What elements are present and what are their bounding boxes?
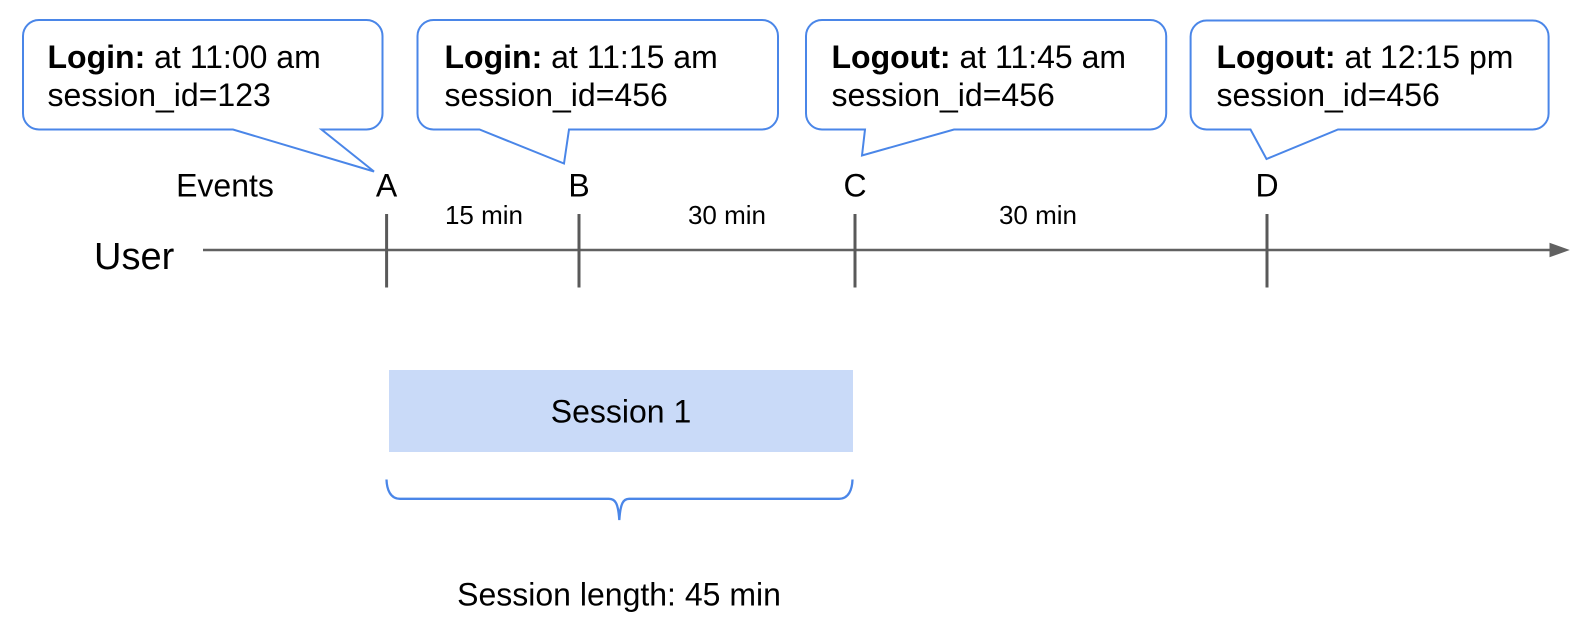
svg-text:15 min: 15 min	[445, 200, 523, 230]
svg-text:A: A	[376, 168, 398, 204]
svg-text:Login: at 11:00 am: Login: at 11:00 am	[48, 39, 321, 75]
svg-text:Session 1: Session 1	[551, 394, 692, 430]
svg-text:Logout: at 11:45 am: Logout: at 11:45 am	[832, 39, 1127, 75]
svg-text:session_id=456: session_id=456	[832, 77, 1055, 113]
svg-text:Session length: 45 min: Session length: 45 min	[457, 577, 781, 613]
svg-text:30 min: 30 min	[688, 200, 766, 230]
svg-text:session_id=456: session_id=456	[445, 77, 668, 113]
svg-text:Login: at 11:15 am: Login: at 11:15 am	[445, 39, 718, 75]
svg-text:User: User	[94, 236, 175, 278]
svg-text:Events: Events	[176, 168, 274, 204]
svg-text:B: B	[568, 168, 589, 204]
svg-text:Logout: at 12:15 pm: Logout: at 12:15 pm	[1217, 39, 1514, 75]
svg-text:C: C	[843, 168, 866, 204]
svg-text:session_id=456: session_id=456	[1217, 77, 1440, 113]
svg-text:30 min: 30 min	[999, 200, 1077, 230]
svg-text:D: D	[1255, 168, 1278, 204]
svg-text:session_id=123: session_id=123	[48, 77, 271, 113]
